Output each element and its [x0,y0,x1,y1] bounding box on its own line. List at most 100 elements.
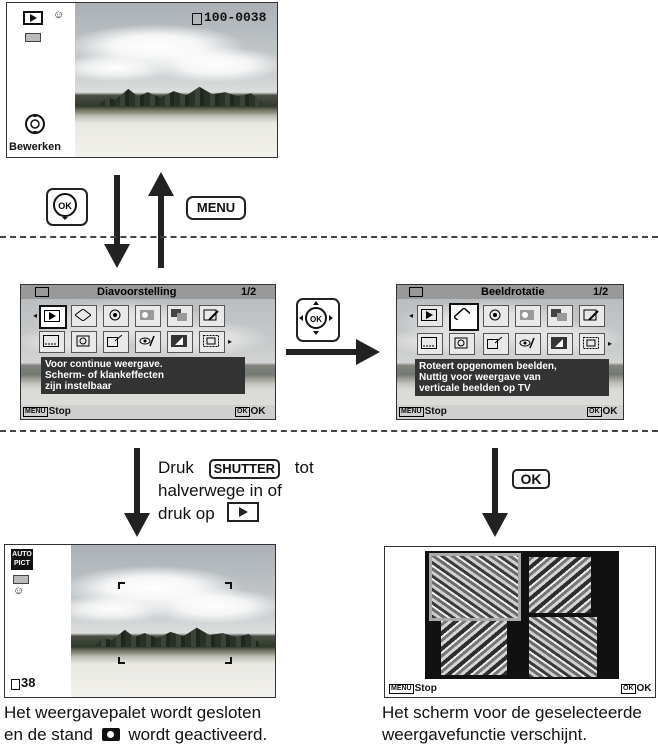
slideshow-icon-selected[interactable] [39,305,67,329]
scroll-right-icon: ▸ [228,337,232,346]
divider-dashed-1 [0,236,658,238]
thumbnail-rotated-90[interactable] [529,557,591,613]
playback-palette-right: Beeldrotatie 1/2 ◂ ▸ Roteert opgenomen b… [396,284,624,420]
palette-description-right: Roteert opgenomen beelden, Nuttig voor w… [415,359,609,396]
arrow-right-head [356,339,380,365]
camera-icon [102,728,120,741]
shutter-instruction: Druk SHUTTER tot halverwege in of druk o… [158,456,314,525]
red-eye-icon-right[interactable] [515,333,541,355]
scroll-right-icon-right: ▸ [608,339,612,348]
start-screen-icon-right[interactable] [547,333,573,355]
edit-label: Bewerken [9,141,61,153]
caption-left-line-2-post: wordt geactiveerd. [128,725,267,744]
menu-button-label: MENU [186,196,246,220]
thumbnail-rotated-270[interactable] [529,617,597,677]
ok-key-text: OK [58,201,72,211]
text-stamp-icon-right[interactable] [417,333,443,355]
thumbnail-original[interactable] [429,553,521,621]
caption-left-line-1: Het weergavepalet wordt gesloten [4,702,267,724]
protect-icon[interactable] [71,331,97,353]
palette-title-right: Beeldrotatie [481,286,545,298]
arrow-up-shaft [158,194,164,268]
folder-icon [192,13,202,25]
playback-palette-left: Diavoorstelling 1/2 ◂ ▸ Voor continue we… [20,284,276,420]
focus-frame [117,581,233,665]
arrow-down-head-right [482,513,508,537]
description-line-2-right: Nuttig voor weergave van [419,372,605,383]
playback-tab-icon-right [409,287,423,297]
caption-right: Het scherm voor de geselecteerde weergav… [382,702,658,746]
frame-composite-icon-right[interactable] [515,305,541,327]
digital-filter-icon[interactable] [103,305,129,327]
instruction-line-3: druk op [158,502,314,525]
palette-description: Voor continue weergave. Scherm- of klank… [41,357,245,394]
thumbnail-rotated-180[interactable] [441,621,507,675]
stop-label: Stop [49,406,71,417]
caption-left-line-2-pre: en de stand [4,725,93,744]
rotate-icon[interactable] [71,305,97,327]
arrow-right-shaft [286,349,358,355]
retouch-icon-right[interactable] [579,305,605,327]
ok-key-icon-preview: OK [621,684,636,694]
red-eye-icon[interactable] [135,331,161,353]
ok-key-icon-right: OK [587,407,602,417]
slideshow-icon[interactable] [417,305,443,327]
instruction-line-1: Druk SHUTTER tot [158,456,314,479]
shutter-key-label: SHUTTER [209,459,280,479]
memory-icon [11,679,20,690]
arrow-up-head [148,172,174,196]
battery-icon-capture [13,575,29,584]
palm-trees [99,85,261,107]
four-way-ok-icon: OK [296,298,340,342]
text-stamp-icon[interactable] [39,331,65,353]
caption-left: Het weergavepalet wordt gesloten en de s… [4,702,267,746]
instruction-until: tot [295,458,314,477]
palette-title-bar-right: Beeldrotatie 1/2 [397,285,623,299]
description-line-3-right: verticale beelden op TV [419,383,605,394]
playback-button-icon [227,502,259,522]
image-compare-icon-right[interactable] [547,305,573,327]
resize-icon-right[interactable] [483,333,509,355]
start-screen-icon[interactable] [167,331,193,353]
description-line-1: Voor continue weergave. [45,359,241,370]
caption-right-line-1: Het scherm voor de geselecteerde [382,702,658,724]
palette-page: 1/2 [241,286,256,298]
auto-pict-badge: AUTO PICT [11,549,33,570]
description-line-2: Scherm- of klankeffecten [45,370,241,381]
beach-photo [75,3,277,157]
digital-filter-icon-right[interactable] [483,305,509,327]
shots-remaining: 38 [21,675,35,690]
caption-right-line-2: weergavefunctie verschijnt. [382,724,658,746]
arrow-down-shaft-left [134,448,140,516]
frame-composite-icon[interactable] [135,305,161,327]
caption-left-line-2: en de stand wordt geactiveerd. [4,724,267,746]
playback-tab-icon [35,287,49,297]
resize-icon[interactable] [103,331,129,353]
image-compare-icon[interactable] [167,305,193,327]
palette-bottom-bar-right: MENUStop OKOK [397,405,623,419]
rotate-icon-selected[interactable] [449,303,479,331]
cropping-icon[interactable] [199,331,225,353]
playback-mode-icon [23,11,43,25]
ok-key-icon: OK [235,407,250,417]
palette-page-right: 1/2 [593,286,608,298]
protect-icon-right[interactable] [449,333,475,355]
file-number: 100-0038 [204,10,266,25]
ok-label-preview: OK [637,683,652,694]
face-detect-icon: ☺ [53,9,64,21]
divider-dashed-2 [0,430,658,432]
capture-screen: AUTO PICT ☺ 38 [4,544,276,698]
retouch-icon[interactable] [199,305,225,327]
stop-label-preview: Stop [415,683,437,694]
description-line-1-right: Roteert opgenomen beelden, [419,361,605,372]
arrow-down-head [104,244,130,268]
cropping-icon-right[interactable] [579,333,605,355]
menu-key-icon-preview: MENU [389,684,414,694]
